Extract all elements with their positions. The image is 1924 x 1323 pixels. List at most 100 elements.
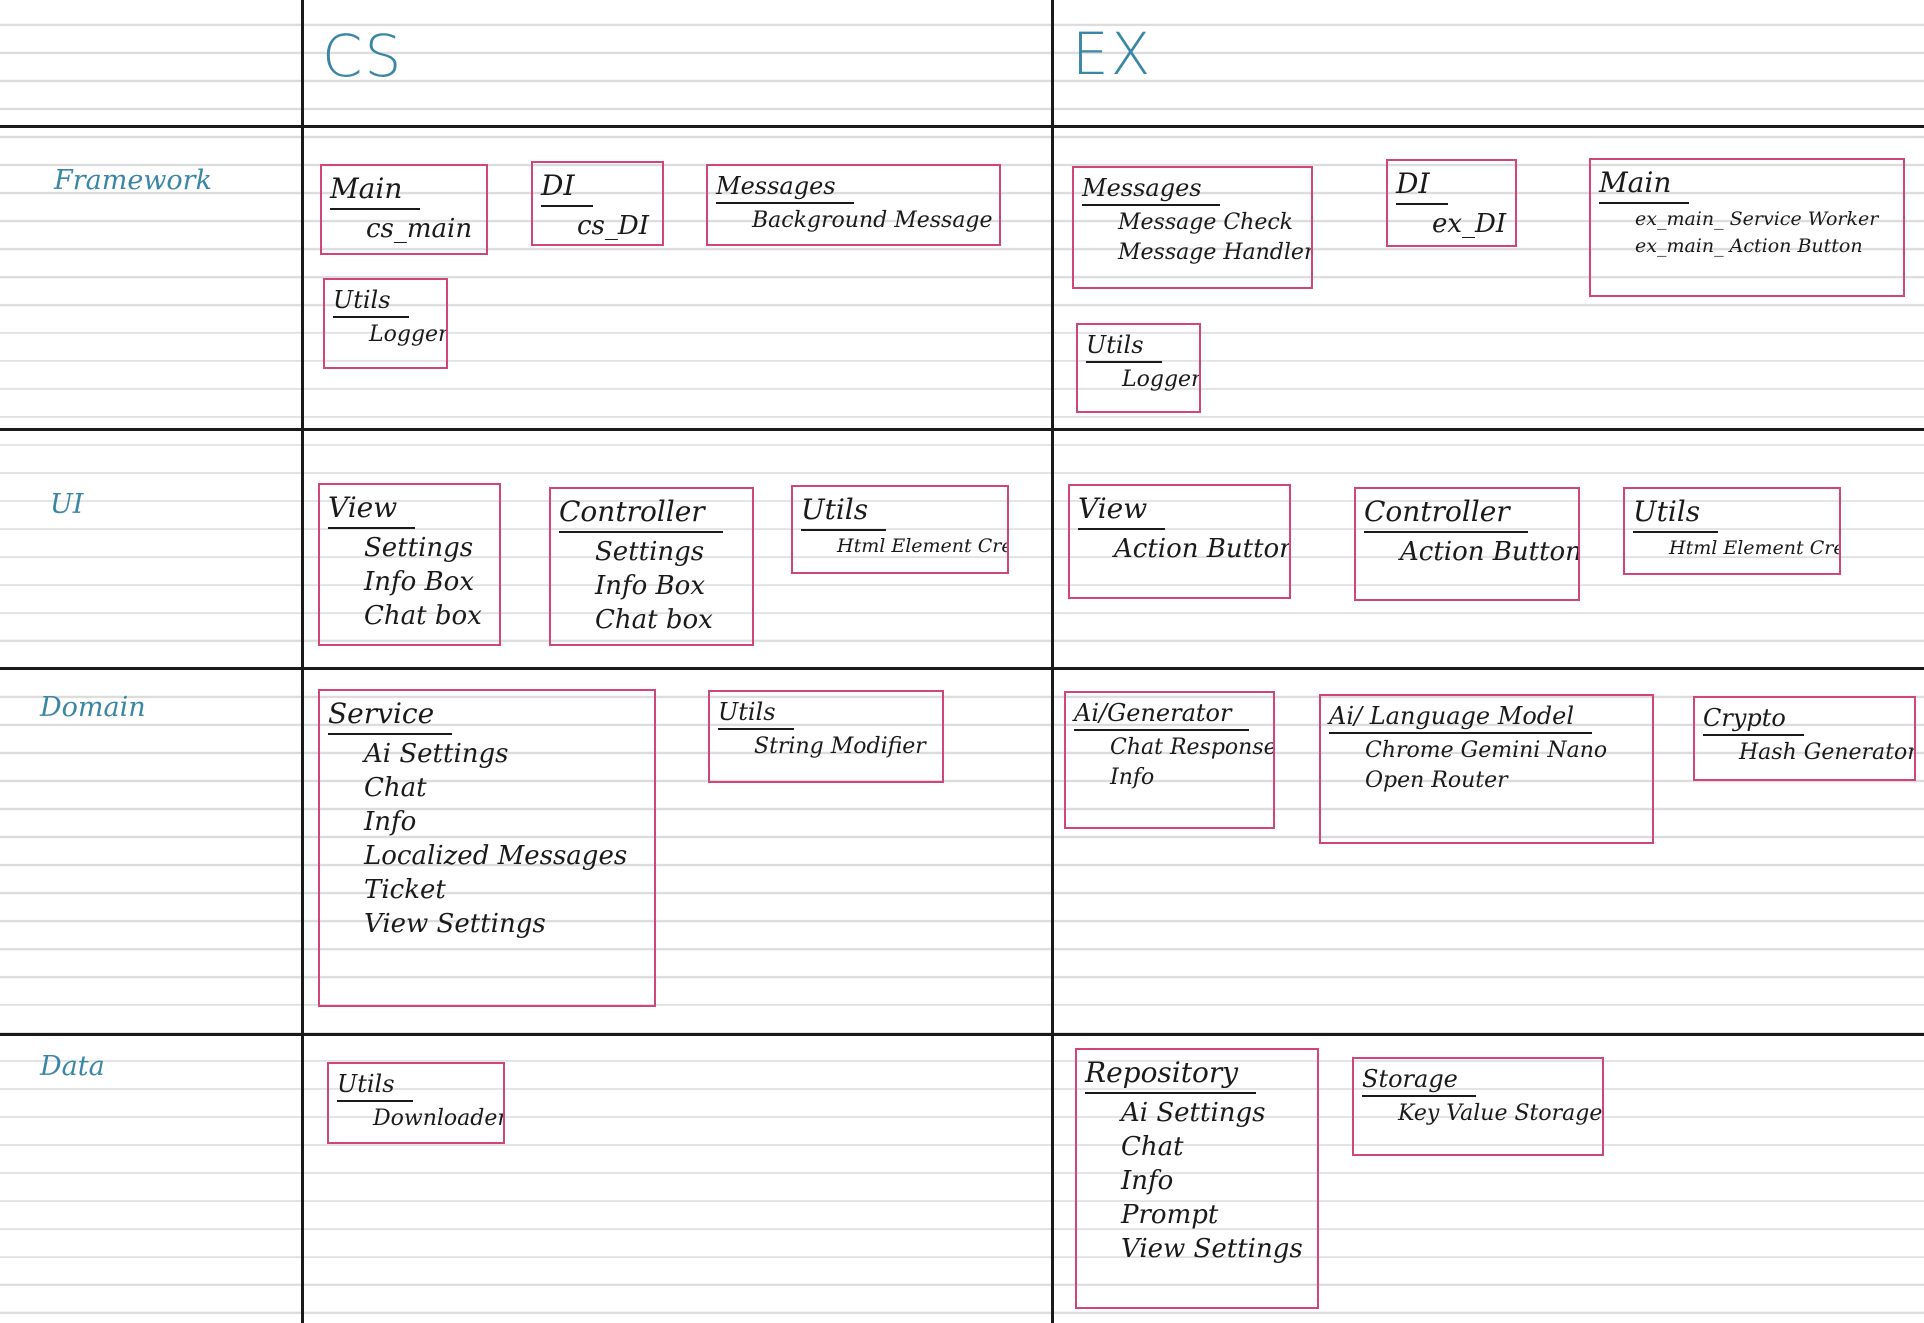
box-item: Chat Response [1110, 735, 1275, 760]
box-title: Messages [1082, 172, 1220, 206]
column-divider-left [301, 0, 304, 1323]
box-item: Open Router [1365, 768, 1508, 793]
box-item-list: Logger [1086, 365, 1201, 395]
box-item: View Settings [364, 909, 546, 939]
box-item: Hash Generator [1739, 740, 1916, 765]
box-item: Settings [595, 537, 705, 567]
row-header-domain: Domain [40, 692, 146, 723]
box-item: Logger [369, 322, 448, 347]
box-item: Html Element Creator [837, 535, 1007, 557]
box-item-list: Action Button [1364, 535, 1580, 569]
box-item: Settings [364, 533, 474, 563]
box-item: Info Box [595, 571, 705, 601]
cs-framework-main-box: Main cs_main [320, 164, 488, 255]
box-item: Ticket [364, 875, 446, 905]
box-item-list: cs_main [330, 212, 478, 246]
box-item: Info [1121, 1166, 1174, 1196]
box-item: Info [364, 807, 417, 837]
box-item: Background Message [752, 208, 993, 233]
box-title: Ai/Generator [1074, 697, 1250, 731]
box-item: Message Check [1118, 210, 1294, 235]
box-item-list: Html Element Creator [1633, 535, 1839, 562]
box-item: Chat [364, 773, 427, 803]
box-item-list: Downloader [337, 1104, 505, 1134]
box-title: Messages [716, 170, 854, 204]
box-title: Utils [718, 696, 794, 730]
box-item: Ai Settings [364, 739, 509, 769]
box-title: Utils [337, 1068, 413, 1102]
box-item-list: Key Value Storage [1362, 1099, 1603, 1129]
box-item-list: ex_DI [1396, 207, 1507, 241]
box-item: Action Button [1114, 534, 1291, 564]
box-item-list: Logger [333, 320, 448, 350]
box-item: Key Value Storage [1398, 1101, 1603, 1126]
box-title: Main [330, 170, 421, 210]
box-item: Chat [1121, 1132, 1184, 1162]
box-title: Repository [1085, 1054, 1257, 1094]
box-title: Controller [1364, 493, 1528, 533]
box-title: Crypto [1703, 702, 1804, 736]
box-title: Utils [801, 491, 887, 531]
box-title: Utils [1633, 493, 1719, 533]
box-item: Downloader [373, 1106, 505, 1131]
row-divider-framework [0, 428, 1924, 431]
column-header-cs: CS [322, 22, 404, 90]
box-item: Action Button [1400, 537, 1580, 567]
box-item: String Modifier [754, 734, 926, 759]
box-item-list: Html Element Creator [801, 533, 1007, 560]
box-title: DI [541, 167, 593, 207]
box-title: Storage [1362, 1063, 1476, 1097]
box-item: ex_DI [1432, 209, 1507, 239]
column-header-ex: EX [1072, 20, 1153, 88]
box-title: View [1078, 490, 1166, 530]
box-title: View [328, 489, 416, 529]
row-divider-ui [0, 667, 1924, 670]
box-item: cs_main [366, 214, 473, 244]
box-item: ex_main_ Service Worker [1635, 208, 1879, 230]
box-item: Chrome Gemini Nano [1365, 738, 1608, 763]
box-title: Utils [1086, 329, 1162, 363]
box-item: ex_main_ Action Button [1635, 235, 1863, 257]
box-title: Ai/ Language Model [1329, 700, 1593, 734]
box-item: Localized Messages [364, 841, 628, 871]
box-item-list: Background Message [716, 206, 993, 236]
box-item: Logger [1122, 367, 1201, 392]
box-title: Utils [333, 284, 409, 318]
box-title: Controller [559, 493, 723, 533]
box-item: Chat box [595, 605, 713, 635]
box-item: Message Handler [1118, 240, 1313, 265]
box-item-list: Action Button [1078, 532, 1291, 566]
box-item-list: Hash Generator [1703, 738, 1916, 768]
box-item: View Settings [1121, 1234, 1303, 1264]
box-item-list: cs_DI [541, 209, 654, 243]
box-item: Info [1110, 765, 1155, 790]
box-item-list: ex_main_ Service Worker ex_main_ Action B… [1599, 206, 1895, 260]
row-header-data: Data [40, 1051, 105, 1082]
box-title: Service [328, 695, 453, 735]
box-item: Html Element Creator [1669, 537, 1839, 559]
